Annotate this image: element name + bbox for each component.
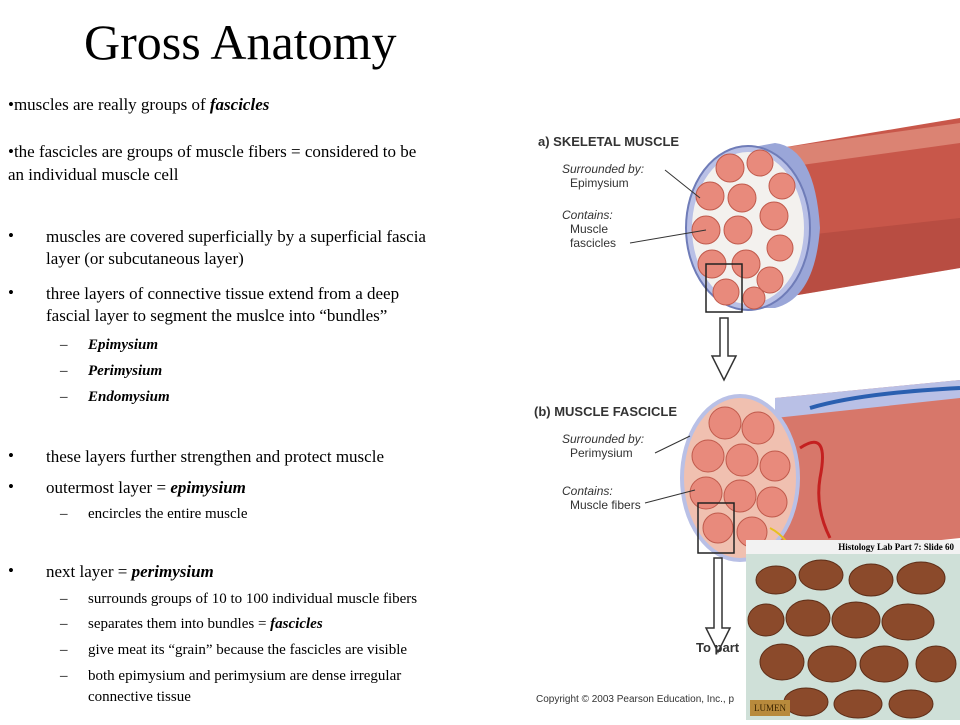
figure-a-contains-val2: fascicles xyxy=(570,236,617,250)
dash-marker: – xyxy=(60,337,68,353)
figure-a-surround: Surrounded by: xyxy=(562,162,645,176)
figure-to-part: To part xyxy=(696,640,740,655)
bullet-three-layers-line1: three layers of connective tissue extend… xyxy=(46,284,400,303)
layer-epimysium: Epimysium xyxy=(88,337,159,353)
lumen-logo: LUMEN xyxy=(750,700,790,716)
figure-a-contains: Contains: xyxy=(562,208,613,222)
dash-marker: – xyxy=(60,591,68,607)
bullet-superficial-line2: layer (or subcutaneous layer) xyxy=(46,249,244,268)
bullet-outermost: outermost layer = epimysium xyxy=(46,478,246,497)
bullet-marker: • xyxy=(8,226,14,245)
bullet-fascicles: •muscles are really groups of fascicles xyxy=(8,95,270,114)
sub-surrounds: surrounds groups of 10 to 100 individual… xyxy=(88,591,418,607)
muscle-illustration xyxy=(629,118,960,654)
layer-endomysium: Endomysium xyxy=(88,389,170,405)
sub-encircles: encircles the entire muscle xyxy=(88,506,248,522)
figure-a-surround-val: Epimysium xyxy=(570,176,629,190)
figure-b-contains-val: Muscle fibers xyxy=(570,498,641,512)
figure-label-b: (b) MUSCLE FASCICLE xyxy=(534,404,677,419)
figure-b-contains: Contains: xyxy=(562,484,613,498)
dash-marker: – xyxy=(60,363,68,379)
bullet-marker: • xyxy=(8,561,14,580)
figure-b-surround-val: Perimysium xyxy=(570,446,633,460)
layer-perimysium: Perimysium xyxy=(88,363,163,379)
figure-label-a: a) SKELETAL MUSCLE xyxy=(538,134,680,149)
bullet-text: •muscles are really groups of fascicles … xyxy=(8,95,426,705)
bullet-marker: • xyxy=(8,477,14,496)
muscle-anatomy-figure: a) SKELETAL MUSCLE Surrounded by: Epimys… xyxy=(530,118,960,720)
figure-copyright: Copyright © 2003 Pearson Education, Inc.… xyxy=(536,694,735,705)
micrograph-image xyxy=(746,554,960,720)
figure-b-surround: Surrounded by: xyxy=(562,432,645,446)
bullet-marker: • xyxy=(8,283,14,302)
sub-dense-line1: both epimysium and perimysium are dense … xyxy=(88,668,402,684)
figure-a-contains-val1: Muscle xyxy=(570,222,609,236)
sub-grain: give meat its “grain” because the fascic… xyxy=(88,642,408,658)
bullet-three-layers-line2: fascial layer to segment the muslce into… xyxy=(46,306,388,325)
dash-marker: – xyxy=(60,506,68,522)
bullet-marker: • xyxy=(8,446,14,465)
bullet-strengthen: these layers further strengthen and prot… xyxy=(46,447,384,466)
sub-separates: separates them into bundles = fascicles xyxy=(88,616,323,632)
dash-marker: – xyxy=(60,389,68,405)
micrograph-caption: Histology Lab Part 7: Slide 60 xyxy=(746,540,960,554)
dash-marker: – xyxy=(60,668,68,684)
dash-marker: – xyxy=(60,642,68,658)
bullet-superficial-line1: muscles are covered superficially by a s… xyxy=(46,227,426,246)
bullet-fibers-line2: an individual muscle cell xyxy=(8,165,179,184)
sub-dense-line2: connective tissue xyxy=(88,689,191,705)
slide-title: Gross Anatomy xyxy=(84,14,397,70)
bullet-next-layer: next layer = perimysium xyxy=(46,562,214,581)
bullet-fibers-line1: •the fascicles are groups of muscle fibe… xyxy=(8,142,417,161)
histology-micrograph: Histology Lab Part 7: Slide 60 LUMEN xyxy=(746,540,960,720)
dash-marker: – xyxy=(60,616,68,632)
